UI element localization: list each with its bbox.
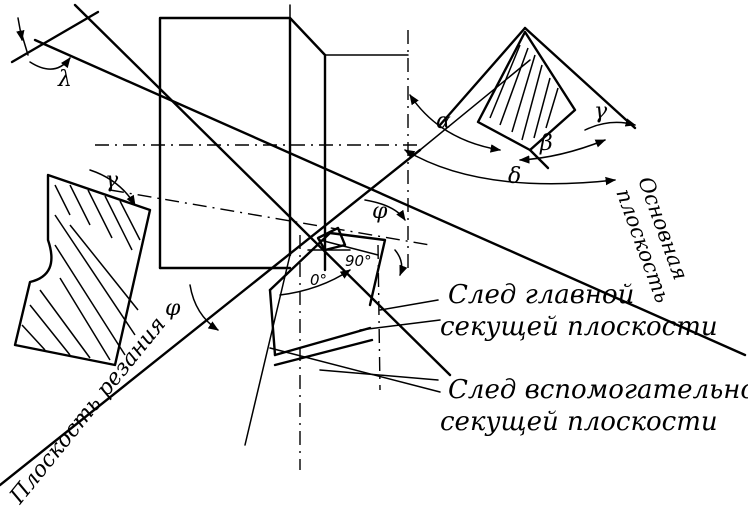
phi1-label: φ <box>165 296 181 321</box>
wedge-hatch <box>489 44 559 141</box>
deg-b-label: 90° <box>345 252 372 270</box>
tip-angle-marks: φ φ 0° 90° <box>165 199 408 331</box>
gamma-label: γ <box>594 99 608 124</box>
left-section: γ <box>13 168 152 367</box>
lambda-detail: λ <box>10 10 100 92</box>
delta-label: δ <box>508 164 521 189</box>
left-section-hatch <box>21 184 141 361</box>
phi-label: φ <box>372 199 388 224</box>
gamma-small-label: γ <box>105 168 119 193</box>
beta-label: β <box>539 131 553 156</box>
tool-shank <box>158 4 409 272</box>
cutting-plane-label: Плоскость резания <box>5 312 172 509</box>
alpha-label: α <box>436 109 451 134</box>
leader-lines <box>269 319 441 393</box>
main-plane-label-line2: секущей плоскости <box>440 312 718 342</box>
aux-plane-label-line1: След вспомогательной <box>448 375 748 405</box>
deg-a-label: 0° <box>310 271 327 289</box>
lambda-label: λ <box>57 67 72 92</box>
axis-lines <box>95 30 431 470</box>
main-plane-label-line1: След главной <box>448 280 634 310</box>
wedge-detail: α β γ δ <box>404 26 637 189</box>
tool-cutting-head <box>268 226 387 367</box>
aux-plane-label-line2: секущей плоскости <box>440 407 718 437</box>
